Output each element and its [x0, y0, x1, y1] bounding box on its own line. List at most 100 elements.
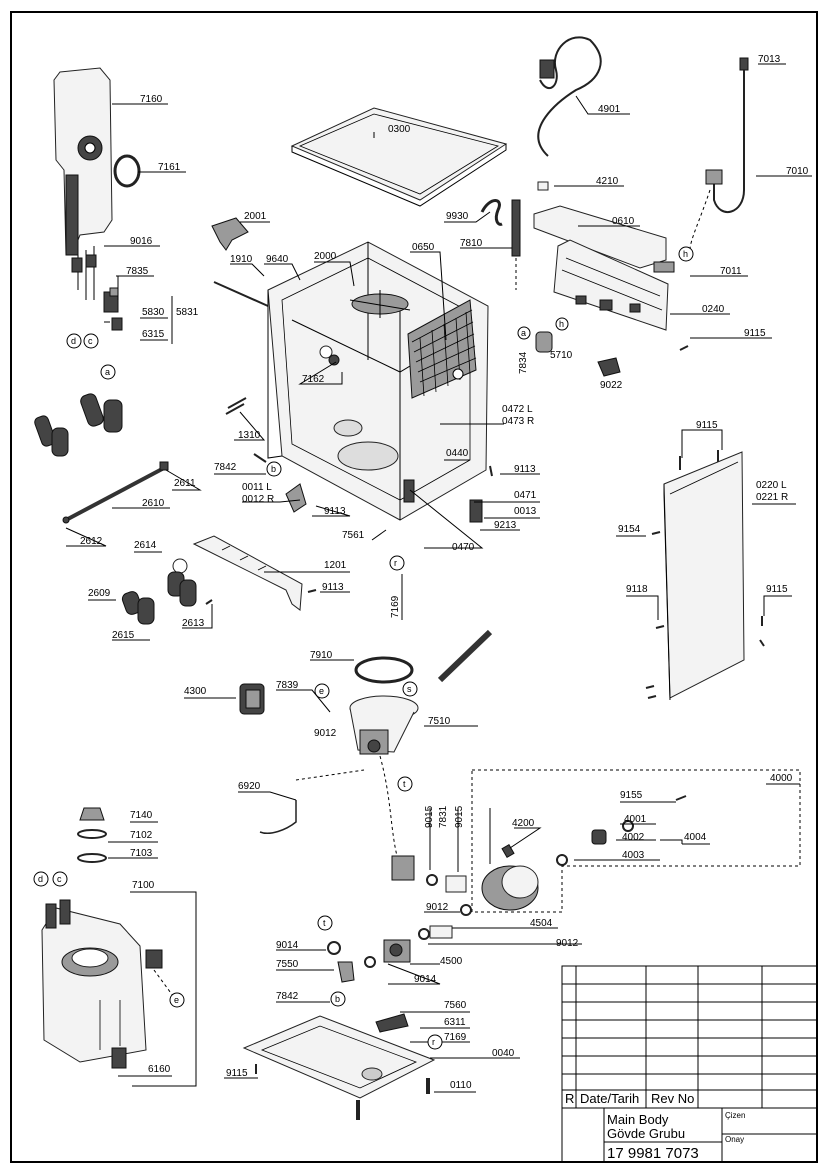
title-block-title-line1: Main Body — [607, 1112, 669, 1127]
label-5710: 5710 — [550, 350, 573, 361]
label-0040: 0040 — [492, 1048, 515, 1059]
bracket-0011-drawing — [285, 483, 307, 513]
label-0110: 0110 — [450, 1080, 472, 1091]
label-4500: 4500 — [440, 956, 463, 967]
label-6311: 6311 — [444, 1017, 466, 1028]
label-1310: 1310 — [238, 430, 261, 441]
callout-b-top: b — [271, 464, 276, 474]
clip-9930-drawing — [480, 199, 503, 226]
label-2612: 2612 — [80, 536, 103, 547]
label-7842-a: 7842 — [214, 462, 237, 473]
pump-4000-drawing — [481, 795, 687, 911]
label-0470: 0470 — [452, 542, 475, 553]
label-9154: 9154 — [618, 524, 641, 535]
rod-1310b-drawing — [225, 403, 245, 415]
part-6160-drawing — [111, 1047, 127, 1069]
callout-r-bottom: r — [432, 1037, 435, 1047]
clamp-9015-drawing — [426, 874, 438, 886]
salt-container-7100-drawing — [41, 899, 177, 1063]
label-2611: 2611 — [174, 478, 196, 489]
label-7013: 7013 — [758, 54, 781, 65]
callout-t-bottom: t — [323, 918, 326, 928]
sump-7510-drawing — [349, 695, 419, 755]
label-9213: 9213 — [494, 520, 517, 531]
label-0650: 0650 — [412, 242, 435, 253]
label-9930: 9930 — [446, 211, 469, 222]
label-4901: 4901 — [598, 104, 621, 115]
label-7510: 7510 — [428, 716, 451, 727]
float-7560-drawing — [375, 1013, 409, 1033]
filter-7140-drawing — [77, 807, 107, 863]
callout-s: s — [407, 684, 412, 694]
label-6160: 6160 — [148, 1064, 171, 1075]
label-1201: 1201 — [324, 560, 347, 571]
panel-0610-drawing — [533, 205, 667, 269]
label-4002: 4002 — [622, 832, 645, 843]
label-7011: 7011 — [720, 266, 742, 277]
callout-d-top: d — [71, 336, 76, 346]
label-0011: 0011 L — [242, 482, 272, 493]
label-7010: 7010 — [786, 166, 809, 177]
label-0300: 0300 — [388, 124, 411, 135]
dash-line-7510 — [379, 755, 399, 861]
ring-7910-drawing — [354, 656, 414, 684]
elbow-7550-drawing — [337, 961, 355, 983]
screws-drawing — [205, 345, 765, 1074]
side-panel-0220-drawing — [663, 451, 745, 701]
label-9115-b: 9115 — [696, 420, 718, 431]
label-0440: 0440 — [446, 448, 469, 459]
label-7102: 7102 — [130, 830, 153, 841]
label-0012: 0012 R — [242, 494, 274, 505]
title-block: R Date/Tarih Rev No Main Body Gövde Grub… — [561, 965, 818, 1163]
label-9014-a: 9014 — [276, 940, 299, 951]
clip-7842-drawing — [253, 453, 267, 463]
clamp-9014a-drawing — [327, 941, 341, 955]
label-9115-a: 9115 — [744, 328, 766, 339]
control-panel-0240-drawing — [553, 239, 669, 331]
rod-2610-drawing — [62, 461, 169, 524]
label-9012-b: 9012 — [426, 902, 449, 913]
hinge-parts-drawing — [34, 393, 123, 457]
label-9115-d: 9115 — [226, 1068, 248, 1079]
label-7839: 7839 — [276, 680, 299, 691]
label-7169-a: 7169 — [390, 595, 401, 618]
label-4300: 4300 — [184, 686, 207, 697]
top-lid-0300-drawing — [290, 107, 508, 207]
label-9012-a: 9012 — [314, 728, 337, 739]
label-2614: 2614 — [134, 540, 157, 551]
callout-c-bottom: c — [57, 874, 62, 884]
label-0220: 0220 L — [756, 480, 787, 491]
part-9022-drawing — [597, 357, 621, 377]
callout-e-bottom: e — [174, 995, 179, 1005]
clamp-9012c-drawing — [418, 928, 430, 940]
label-7910: 7910 — [310, 650, 333, 661]
label-7100: 7100 — [132, 880, 155, 891]
callout-a-right: a — [521, 328, 526, 338]
title-block-drawn-label: Çizen — [725, 1111, 745, 1120]
label-7140: 7140 — [130, 810, 153, 821]
valve-dash-drawing — [391, 855, 415, 881]
label-9014-b: 9014 — [414, 974, 437, 985]
pipe-7831-drawing — [445, 875, 467, 893]
title-block-date-label: Date/Tarih — [580, 1091, 639, 1106]
rod-1910-drawing — [213, 281, 269, 307]
part-4500-drawing — [383, 939, 411, 963]
label-4003: 4003 — [622, 850, 645, 861]
label-2609: 2609 — [88, 588, 111, 599]
drawing-border — [10, 11, 818, 1163]
label-2000: 2000 — [314, 251, 337, 262]
hose-4504-drawing — [429, 925, 453, 939]
wire-6920-dash — [295, 769, 365, 781]
callout-d-bottom: d — [38, 874, 43, 884]
label-7160: 7160 — [140, 94, 163, 105]
title-block-doc-number: 17 9981 7073 — [607, 1145, 699, 1162]
part-4210-drawing — [537, 181, 549, 191]
label-7161: 7161 — [158, 162, 181, 173]
label-9155: 9155 — [620, 790, 643, 801]
callout-c-top: c — [88, 336, 93, 346]
label-7834: 7834 — [518, 351, 529, 374]
label-1910: 1910 — [230, 254, 253, 265]
label-9012-c: 9012 — [556, 938, 579, 949]
clips-2614-2615-drawing — [121, 558, 197, 625]
